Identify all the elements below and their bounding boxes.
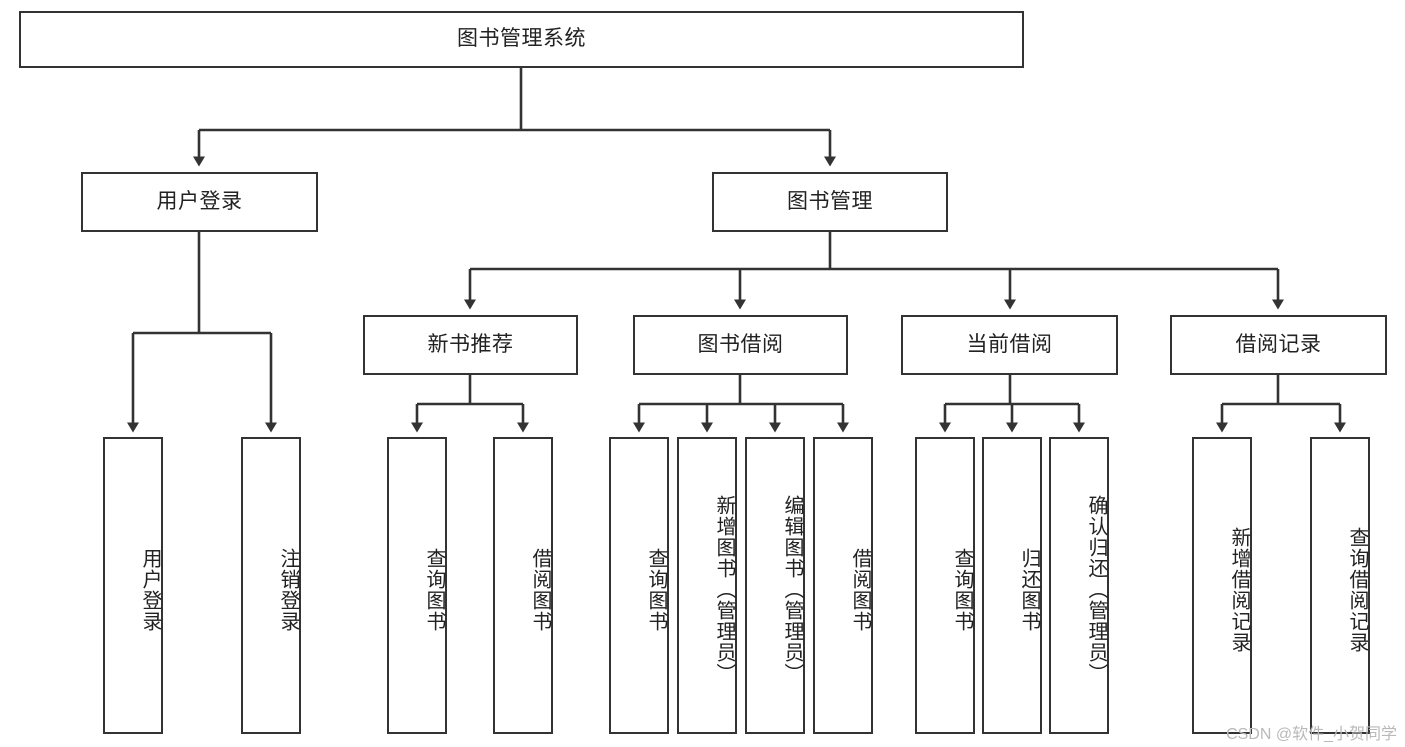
node-current-borrow[interactable]: 当前借阅	[901, 315, 1118, 375]
node-leaf-add-record-label: 新增借阅记录	[1228, 526, 1250, 653]
node-book-manage[interactable]: 图书管理	[712, 172, 948, 232]
node-book-borrow-label: 图书借阅	[697, 332, 784, 356]
node-leaf-return-book-label: 归还图书	[1018, 547, 1040, 632]
node-leaf-borrow-book-1[interactable]: 借阅图书	[493, 437, 553, 734]
node-leaf-query-record-label: 查询借阅记录	[1346, 526, 1368, 653]
node-leaf-add-book-label: 新增图书（管理员）	[713, 495, 735, 684]
node-leaf-query-book-1[interactable]: 查询图书	[387, 437, 447, 734]
node-new-book-rec[interactable]: 新书推荐	[363, 315, 578, 375]
node-leaf-edit-book[interactable]: 编辑图书（管理员）	[745, 437, 805, 734]
node-leaf-query-book-2[interactable]: 查询图书	[609, 437, 669, 734]
node-leaf-borrow-book-2[interactable]: 借阅图书	[813, 437, 873, 734]
node-borrow-record[interactable]: 借阅记录	[1170, 315, 1387, 375]
node-leaf-logout[interactable]: 注销登录	[241, 437, 301, 734]
node-root[interactable]: 图书管理系统	[19, 11, 1024, 68]
node-book-manage-label: 图书管理	[787, 189, 873, 213]
node-leaf-query-book-3-label: 查询图书	[951, 547, 973, 632]
node-current-borrow-label: 当前借阅	[966, 332, 1053, 356]
node-user-login[interactable]: 用户登录	[81, 172, 318, 232]
node-leaf-query-book-1-label: 查询图书	[423, 547, 445, 632]
node-leaf-return-book[interactable]: 归还图书	[982, 437, 1042, 734]
node-leaf-query-book-2-label: 查询图书	[645, 547, 667, 632]
node-book-borrow[interactable]: 图书借阅	[633, 315, 848, 375]
node-borrow-record-label: 借阅记录	[1235, 332, 1322, 356]
node-user-login-label: 用户登录	[156, 189, 243, 213]
node-leaf-borrow-book-2-label: 借阅图书	[849, 547, 871, 632]
node-leaf-edit-book-label: 编辑图书（管理员）	[781, 495, 803, 684]
node-leaf-borrow-book-1-label: 借阅图书	[529, 547, 551, 632]
node-leaf-add-record[interactable]: 新增借阅记录	[1192, 437, 1252, 734]
node-root-label: 图书管理系统	[457, 27, 586, 51]
node-leaf-add-book[interactable]: 新增图书（管理员）	[677, 437, 737, 734]
node-leaf-user-login-label: 用户登录	[139, 547, 161, 632]
node-leaf-query-book-3[interactable]: 查询图书	[915, 437, 975, 734]
node-leaf-user-login[interactable]: 用户登录	[103, 437, 163, 734]
node-new-book-rec-label: 新书推荐	[427, 332, 514, 356]
node-leaf-logout-label: 注销登录	[277, 547, 299, 632]
node-leaf-query-record[interactable]: 查询借阅记录	[1310, 437, 1370, 734]
node-leaf-confirm-return[interactable]: 确认归还（管理员）	[1049, 437, 1109, 734]
node-leaf-confirm-return-label: 确认归还（管理员）	[1085, 495, 1107, 684]
